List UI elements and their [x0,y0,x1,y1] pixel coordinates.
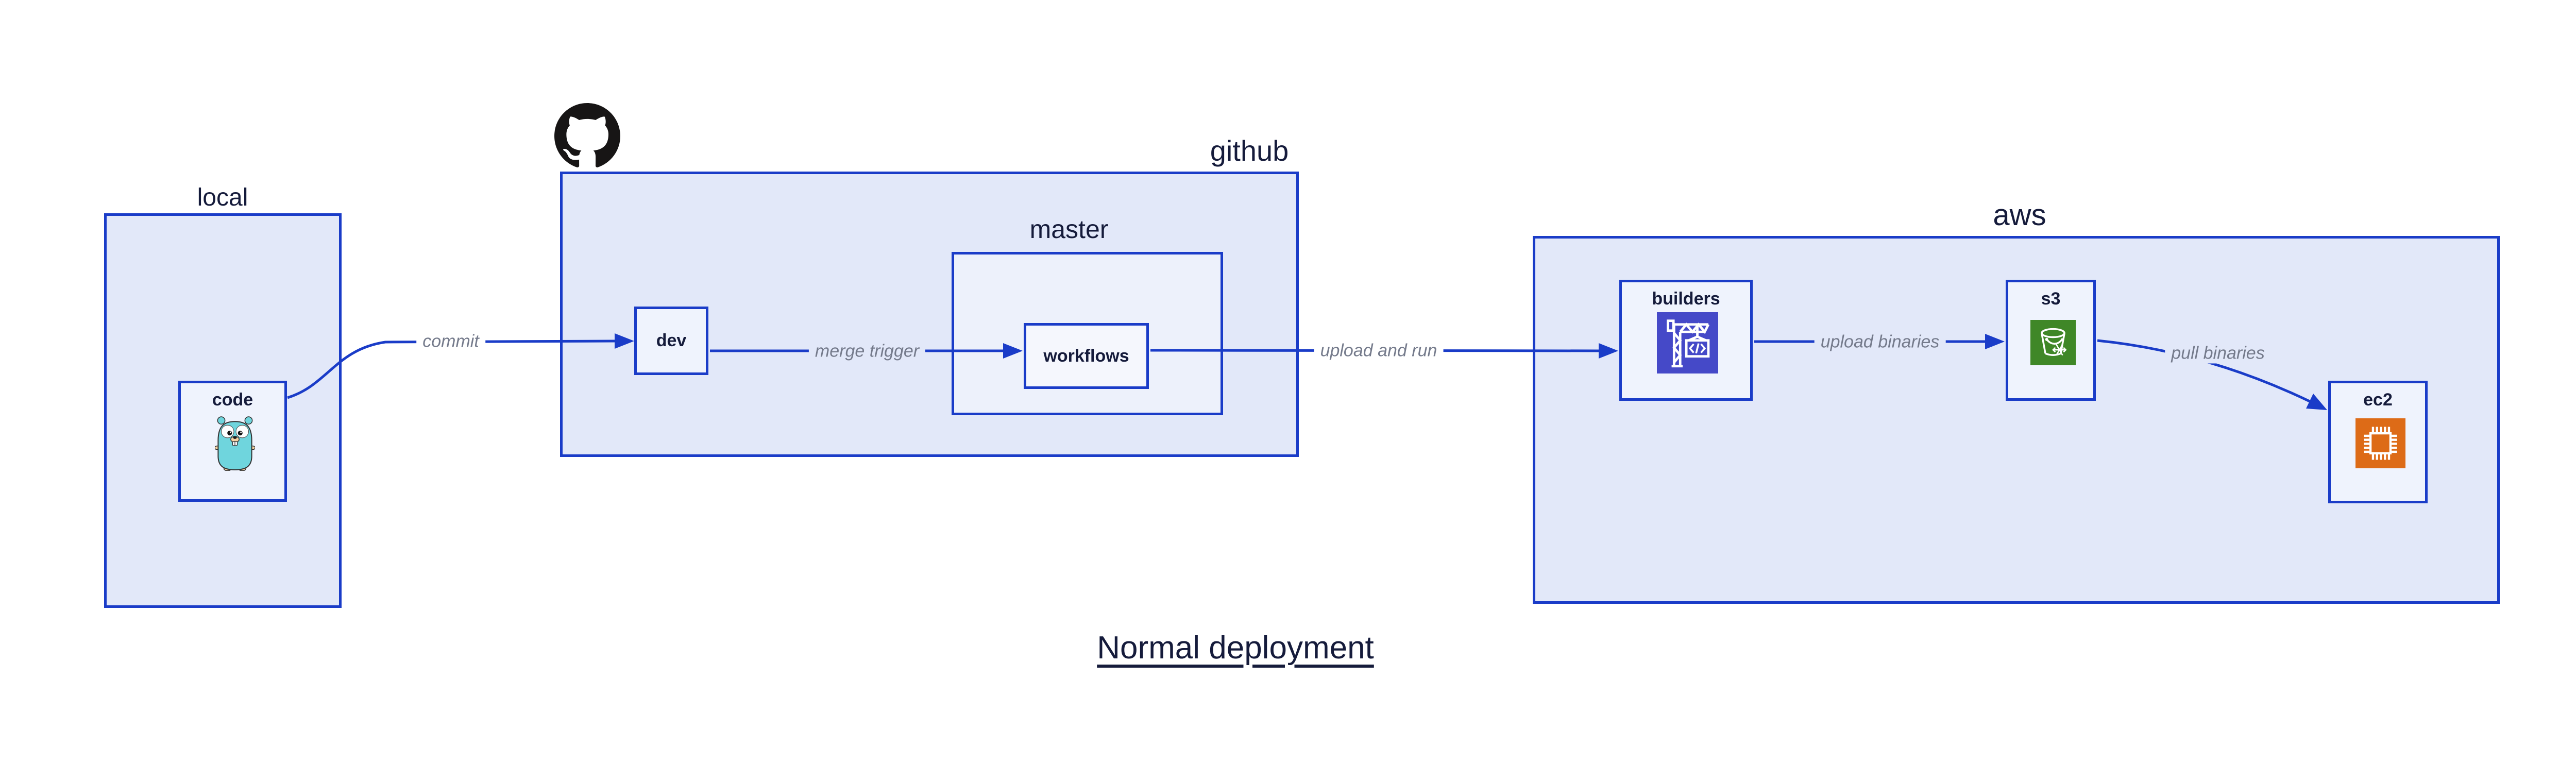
ec2-chip-icon [2355,418,2405,468]
node-ec2: ec2 [2328,381,2428,503]
label-github: github [1210,134,1289,167]
label-local: local [197,184,248,211]
node-s3-label: s3 [2041,289,2061,309]
node-s3: s3 [2006,280,2096,401]
node-builders: builders [1619,280,1753,401]
edge-pull-binaries-label: pull binaries [2165,343,2271,364]
diagram-title: Normal deployment [1097,630,1374,666]
node-builders-label: builders [1652,289,1720,309]
edge-merge-trigger-label: merge trigger [808,341,926,362]
github-logo-icon [554,103,620,167]
node-workflows-label: workflows [1043,346,1129,366]
node-code-label: code [212,390,253,410]
label-aws: aws [1993,198,2046,232]
label-master: master [1029,215,1109,244]
edge-commit-label: commit [416,331,485,352]
go-gopher-icon [215,416,255,471]
node-dev: dev [634,307,708,375]
node-dev-label: dev [656,331,687,350]
s3-bucket-icon [2030,320,2076,365]
edge-upload-and-run-label: upload and run [1314,341,1444,361]
edge-upload-binaries-label: upload binaries [1814,332,1946,352]
node-workflows: workflows [1024,323,1149,389]
codebuild-crane-icon [1657,312,1718,373]
node-ec2-label: ec2 [2363,390,2393,410]
node-code: code [178,381,287,502]
